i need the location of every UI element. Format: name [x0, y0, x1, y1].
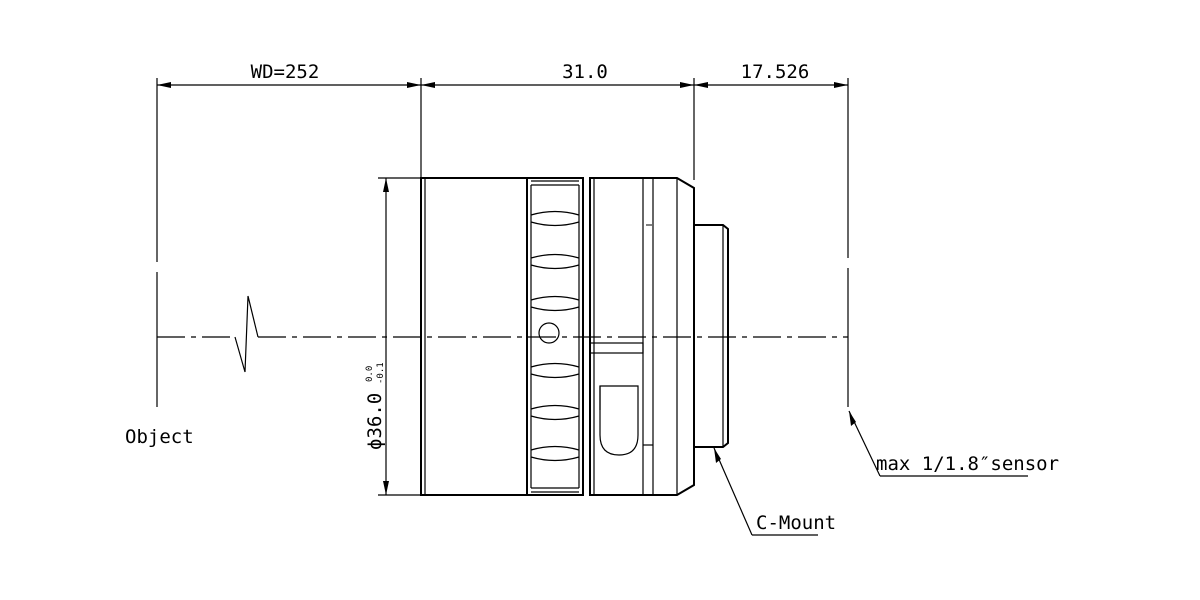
c-mount-outline	[694, 224, 729, 448]
lens-body	[420, 177, 729, 496]
object-label: Object	[125, 426, 194, 448]
c-mount-leader-arrow	[714, 448, 721, 463]
hidden-bore-upper	[594, 224, 653, 344]
aperture-slot	[599, 385, 639, 456]
arrow-wd-right	[407, 82, 421, 88]
focus-ring	[526, 177, 584, 496]
diameter-tolerance-lower: -0.1	[376, 362, 386, 384]
working-distance-label: WD=252	[251, 61, 320, 83]
focus-ring-outline	[526, 177, 584, 496]
knurl-rib	[530, 210, 580, 227]
arrow-length-right	[680, 82, 694, 88]
extension-lines	[156, 78, 849, 407]
rear-barrel	[589, 177, 695, 496]
knurl-rib	[530, 253, 580, 270]
lens-length-label: 31.0	[562, 61, 608, 83]
arrow-wd-left	[157, 82, 171, 88]
arrow-bfl-right	[834, 82, 848, 88]
leader-lines	[713, 410, 1028, 536]
axis-break-symbol	[234, 295, 259, 373]
diameter-label: ϕ36.0	[364, 393, 386, 450]
arrow-diameter-bottom	[383, 481, 389, 495]
c-mount-leader	[713, 447, 753, 536]
c-mount-label: C-Mount	[756, 512, 836, 534]
sensor-leader-arrow	[849, 411, 856, 426]
knurl-rib	[530, 362, 580, 379]
arrow-length-left	[421, 82, 435, 88]
arrow-diameter-top	[383, 178, 389, 192]
diameter-tolerance-upper: 0.0	[365, 366, 375, 382]
c-mount-thread	[694, 224, 729, 448]
arrow-bfl-left	[694, 82, 708, 88]
knurl-rib	[530, 445, 580, 462]
knurl-rib	[530, 295, 580, 312]
top-dimension-chain: WD=252 31.0 17.526	[157, 61, 848, 88]
locking-screw	[538, 322, 560, 344]
knurl-rib	[530, 404, 580, 421]
slot-lip	[589, 342, 644, 354]
back-focal-distance-label: 17.526	[741, 61, 810, 83]
diameter-dimension: ϕ36.0 0.0 -0.1	[364, 177, 421, 496]
sensor-label: max 1/1.8″sensor	[876, 453, 1059, 475]
optical-axis	[157, 295, 848, 373]
